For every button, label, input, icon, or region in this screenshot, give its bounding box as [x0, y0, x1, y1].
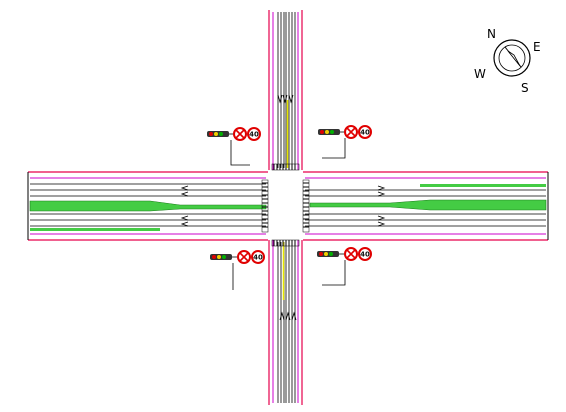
compass-east-label: E: [533, 40, 541, 54]
no-stopping-sign-icon: [344, 247, 358, 261]
east-edge-strip: [420, 184, 546, 187]
signal-group-sw: 40: [210, 250, 265, 290]
compass-west-label: W: [474, 67, 486, 81]
crosswalk-east: [302, 179, 310, 233]
speed-limit-value: 40: [360, 251, 370, 259]
compass-south-label: S: [521, 81, 529, 95]
west-median: [29, 200, 267, 212]
no-stopping-sign-icon: [233, 127, 247, 141]
crosswalk-west: [261, 179, 269, 233]
east-lane-arrows: [377, 185, 386, 227]
compass-north-label: N: [487, 27, 496, 41]
signal-group-ne: 40: [318, 125, 372, 159]
west-lane-arrows: [180, 185, 189, 227]
west-edge-strip: [30, 228, 160, 231]
crosswalk-south: [271, 239, 300, 247]
compass-rose-icon: N E S W: [474, 27, 541, 95]
speed-limit-value: 40: [249, 131, 259, 139]
speed-limit-value: 40: [360, 129, 370, 137]
speed-limit-sign-icon: 40: [358, 125, 372, 139]
speed-limit-sign-icon: 40: [358, 247, 372, 261]
south-lane-arrows: [279, 311, 297, 321]
west-approach: [27, 171, 268, 241]
crosswalk-north: [271, 163, 300, 171]
signal-group-se: 40: [317, 247, 372, 286]
south-approach: [268, 240, 303, 405]
no-stopping-sign-icon: [344, 125, 358, 139]
north-approach: [268, 10, 303, 170]
speed-limit-sign-icon: 40: [251, 250, 265, 264]
east-median: [309, 199, 547, 211]
signal-group-nw: 40: [207, 127, 261, 166]
speed-limit-value: 40: [253, 254, 263, 262]
east-approach: [303, 171, 549, 241]
north-lane-arrows: [277, 94, 294, 104]
no-stopping-sign-icon: [237, 250, 251, 264]
speed-limit-sign-icon: 40: [247, 127, 261, 141]
